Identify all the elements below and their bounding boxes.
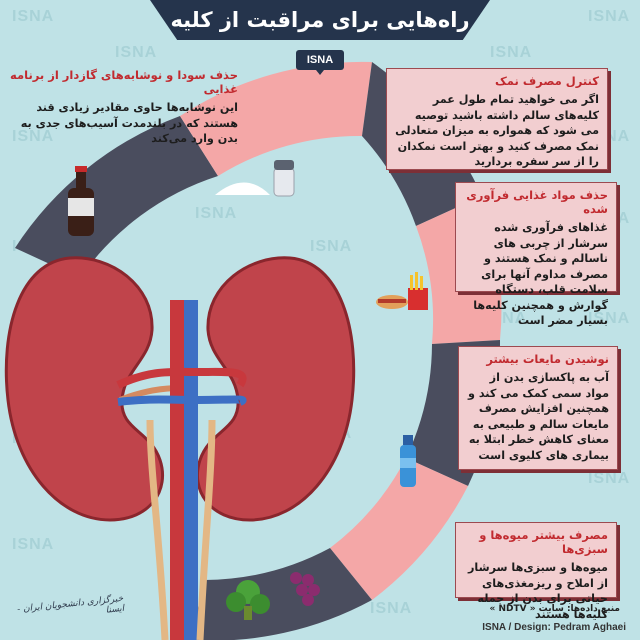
ring-segment — [15, 116, 218, 278]
fast-food-icon — [376, 272, 428, 310]
tip-body: اگر می خواهید تمام طول عمر کلیه‌های سالم… — [395, 93, 599, 168]
watermark: ISNA — [12, 128, 55, 145]
tip-body: آب به پاکسازی بدن از مواد سمی کمک می کند… — [467, 371, 609, 462]
vegetables-icon — [226, 572, 320, 620]
salt-icon — [215, 160, 295, 197]
tip-title: مصرف بیشتر میوه‌ها و سبزی‌ها — [479, 528, 608, 556]
ring-segment — [180, 61, 372, 176]
watermark: ISNA — [12, 8, 55, 25]
brand-tag: ISNA — [296, 50, 344, 75]
watermark: ISNA — [195, 205, 238, 222]
watermark: ISNA — [588, 310, 631, 327]
title-banner: راه‌هایی برای مراقبت از کلیه — [150, 0, 490, 40]
watermark: ISNA — [12, 536, 55, 553]
kidney-right — [195, 256, 356, 522]
soda-bottle-icon — [68, 166, 94, 236]
kidney-left — [4, 256, 181, 522]
tip-card-salt: کنترل مصرف نمک اگر می خواهید تمام طول عم… — [386, 68, 608, 170]
page-title: راه‌هایی برای مراقبت از کلیه — [170, 8, 470, 32]
tip-title: نوشیدن مایعات بیشتر — [486, 352, 609, 366]
tip-card-fruits-vegetables: مصرف بیشتر میوه‌ها و سبزی‌ها میوه‌ها و س… — [455, 522, 617, 621]
watermark: ISNA — [310, 238, 353, 255]
tip-card-fluids: نوشیدن مایعات بیشتر آب به پاکسازی بدن از… — [458, 346, 618, 470]
design-credit: ISNA / Design: Pedram Aghaei — [482, 622, 626, 633]
watermark: ISNA — [588, 8, 631, 25]
tip-title: حذف سودا و نوشابه‌های گازدار از برنامه غ… — [10, 68, 238, 96]
tip-body: میوه‌ها و سبزی‌ها سرشار از املاح و ریزمغ… — [467, 561, 608, 621]
source-note: منبع داده‌ها: سایت « NDTV » — [489, 604, 620, 614]
ring-segment — [330, 458, 468, 600]
tip-card-processed-food: حذف مواد غذایی فرآوری شده غذاهای فرآوری … — [455, 182, 617, 327]
watermark: ISNA — [370, 600, 413, 617]
tip-card-soda: حذف سودا و نوشابه‌های گازدار از برنامه غ… — [10, 68, 238, 147]
watermark: ISNA — [490, 44, 533, 61]
tip-title: کنترل مصرف نمک — [495, 74, 599, 88]
watermark: ISNA — [588, 470, 631, 487]
water-bottle-icon — [400, 435, 416, 487]
tip-title: حذف مواد غذایی فرآوری شده — [466, 188, 608, 216]
ring-segment — [190, 548, 372, 640]
blood-vessels — [116, 300, 247, 640]
tip-body: غذاهای فرآوری شده سرشار از چربی های ناسا… — [473, 221, 608, 327]
tip-body: این نوشابه‌ها حاوی مقادیر زیادی قند هستن… — [20, 101, 238, 145]
watermark: ISNA — [115, 44, 158, 61]
